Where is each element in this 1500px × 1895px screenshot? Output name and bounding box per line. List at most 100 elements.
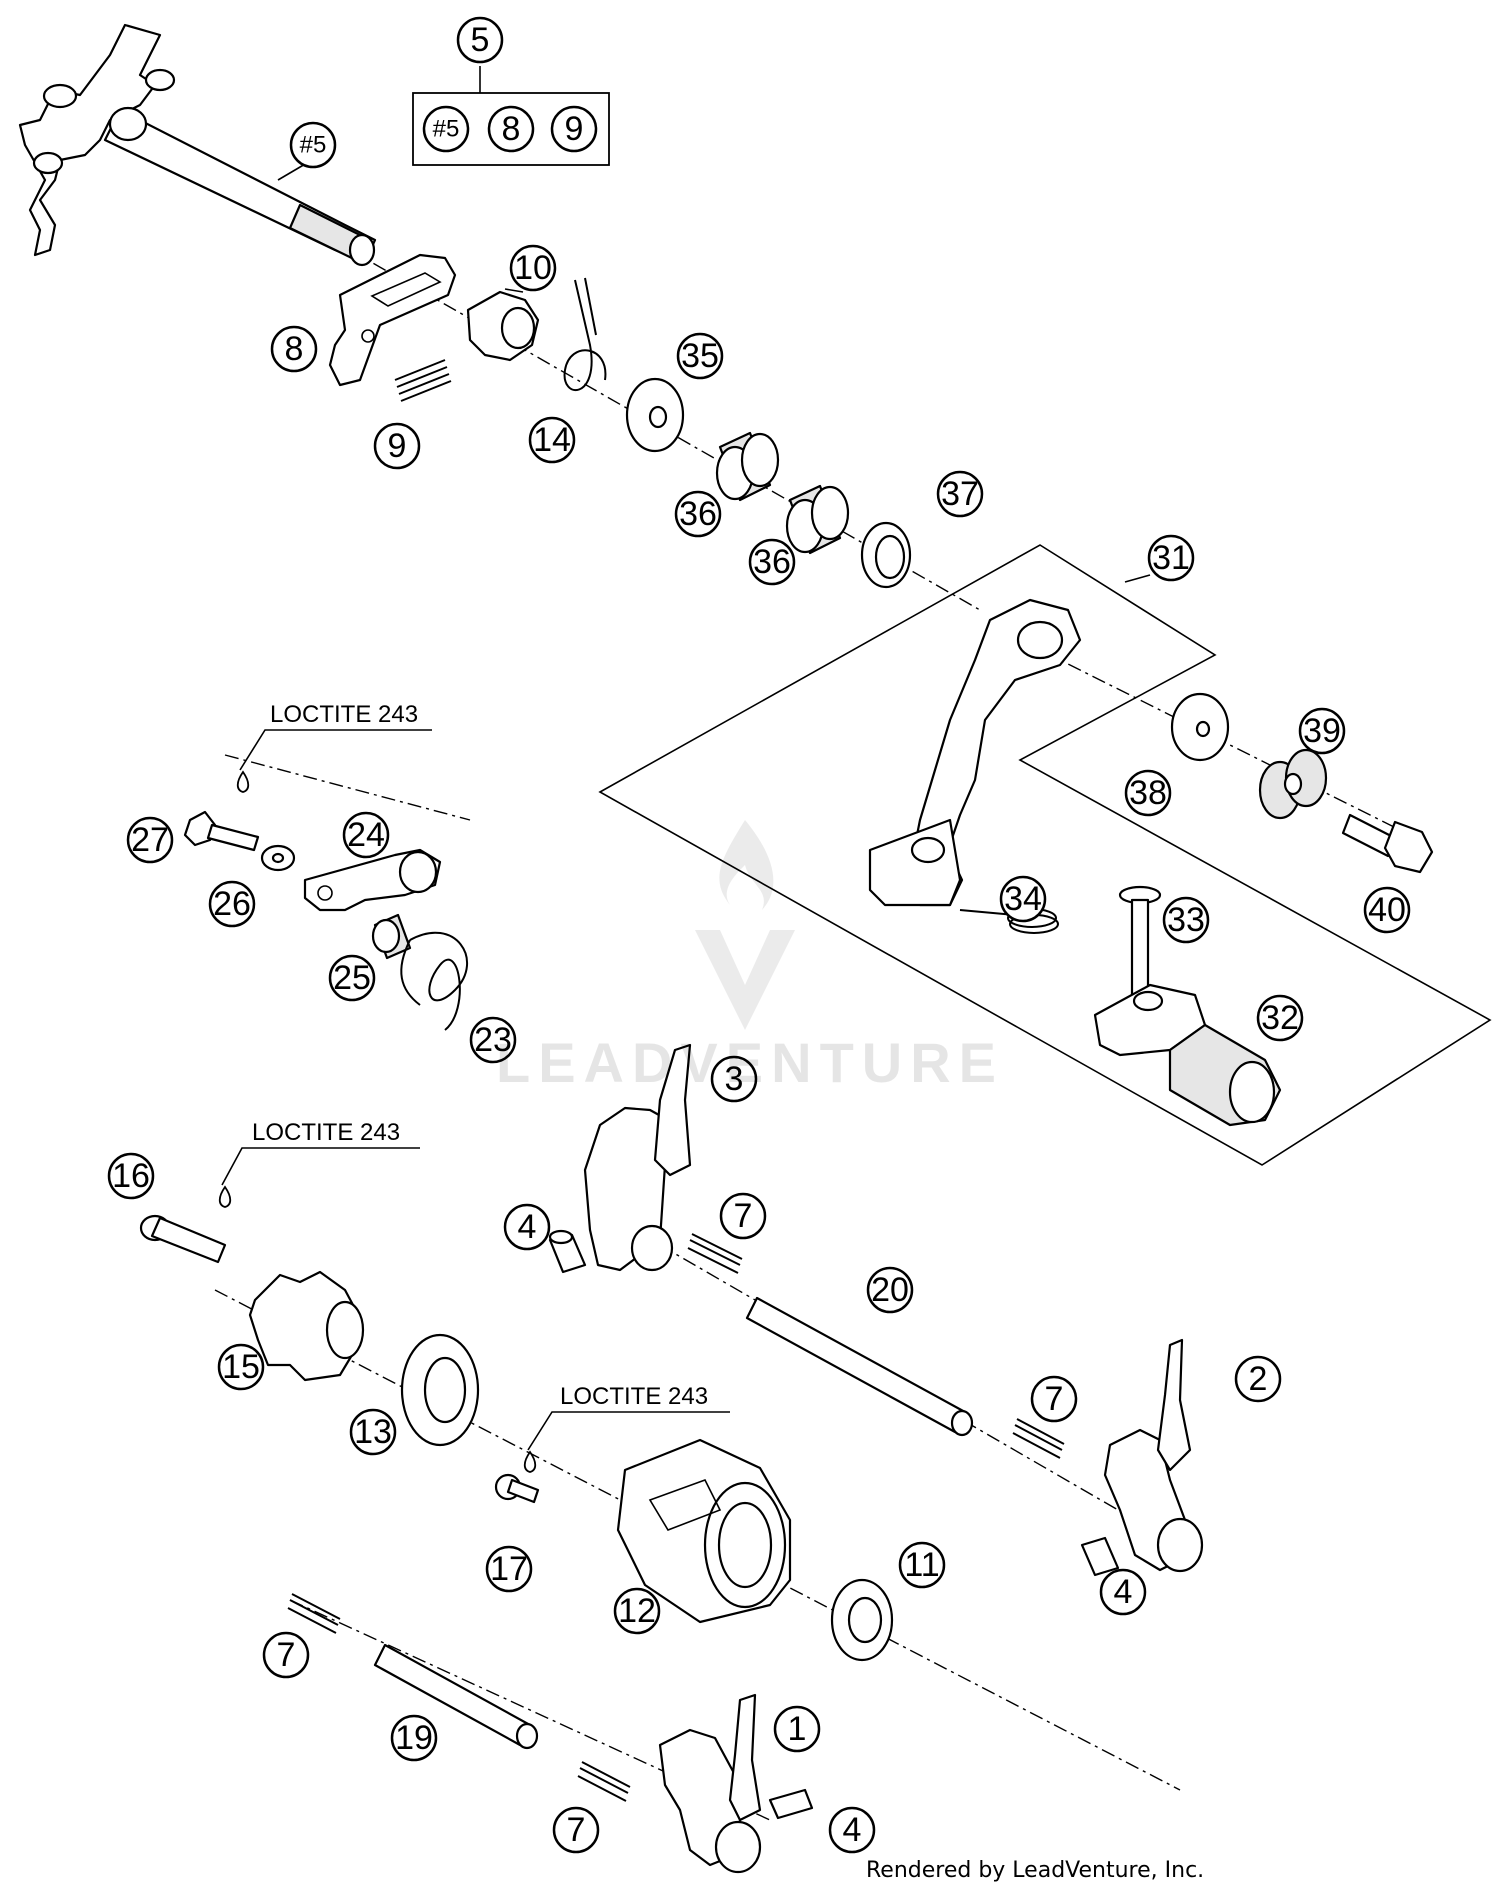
callout-bolt-16[interactable]: 16 [107, 1152, 155, 1200]
callout-spring-9[interactable]: 9 [373, 422, 421, 470]
callout-needle-bearing-36b[interactable]: 36 [748, 538, 796, 586]
pin-4b-part [1080, 1536, 1120, 1577]
svg-text:9: 9 [388, 427, 407, 465]
pedal-tip-32-part [1093, 983, 1282, 1127]
callout-pin-4b[interactable]: 4 [1099, 1568, 1147, 1616]
spring-7b-part [1012, 1418, 1065, 1459]
render-credit: Rendered by LeadVenture, Inc. [866, 1858, 1205, 1883]
svg-text:#5: #5 [433, 116, 460, 143]
seal-ring-37-part [860, 521, 912, 589]
callout-spring-7c[interactable]: 7 [262, 1631, 310, 1679]
shaft-19-part [373, 1643, 539, 1750]
svg-text:8: 8 [285, 330, 304, 368]
svg-text:34: 34 [1004, 880, 1042, 918]
svg-text:4: 4 [1114, 1573, 1133, 1611]
svg-text:14: 14 [533, 421, 571, 459]
kit-callout-plate[interactable]: 8 [487, 105, 535, 153]
svg-text:16: 16 [112, 1157, 150, 1195]
callout-pin-4a[interactable]: 4 [503, 1203, 551, 1251]
callout-washer-26[interactable]: 26 [208, 880, 256, 928]
washer-38-part [1170, 692, 1230, 762]
callout-shift-shaft[interactable]: #5 [289, 121, 337, 169]
callout-shift-fork-2[interactable]: 2 [1234, 1355, 1282, 1403]
callout-return-spring-14[interactable]: 14 [528, 416, 576, 464]
callout-bolt-40[interactable]: 40 [1363, 886, 1411, 934]
loctite-note-2: LOCTITE 243 [218, 1119, 420, 1208]
bolt-16-part [139, 1214, 227, 1264]
kit-callout-shaft[interactable]: #5 [422, 105, 470, 153]
callout-needle-bearing-36a[interactable]: 36 [674, 490, 722, 538]
callout-shift-drum-12[interactable]: 12 [613, 1587, 661, 1635]
svg-text:3: 3 [725, 1060, 744, 1098]
kit-5-group: 5 #5 8 9 [412, 16, 610, 166]
callout-washer-35[interactable]: 35 [676, 332, 724, 380]
callout-shift-drum-star-15[interactable]: 15 [217, 1343, 265, 1391]
callout-pin-33[interactable]: 33 [1162, 896, 1210, 944]
svg-text:27: 27 [131, 821, 169, 859]
needle-bearing-36a-part [715, 431, 780, 502]
svg-text:36: 36 [679, 495, 717, 533]
callout-bushing-25[interactable]: 25 [328, 954, 376, 1002]
bushing-25-part [371, 913, 412, 960]
kit-callout-spring[interactable]: 9 [550, 105, 598, 153]
loctite-note-1-text: LOCTITE 243 [270, 701, 418, 728]
shift-fork-2-part [1103, 1338, 1204, 1573]
loctite-note-3: LOCTITE 243 [523, 1383, 730, 1473]
callout-shift-fork-3[interactable]: 3 [710, 1055, 758, 1103]
callout-shaft-19[interactable]: 19 [390, 1714, 438, 1762]
svg-text:31: 31 [1152, 539, 1190, 577]
callout-pin-4c[interactable]: 4 [828, 1806, 876, 1854]
callout-detent-lever-24[interactable]: 24 [342, 811, 390, 859]
callout-pedal-tip-32[interactable]: 32 [1256, 994, 1304, 1042]
loctite-note-1: LOCTITE 243 [236, 701, 432, 793]
svg-text:#5: #5 [300, 132, 327, 159]
callout-seal-ring-37[interactable]: 37 [936, 470, 984, 518]
svg-text:2: 2 [1249, 1360, 1268, 1398]
washer-35-part [625, 377, 685, 453]
shift-shaft-part [18, 23, 377, 267]
callout-shift-fork-1[interactable]: 1 [773, 1705, 821, 1753]
loctite-note-3-text: LOCTITE 243 [560, 1383, 708, 1410]
svg-text:9: 9 [565, 110, 584, 148]
callout-5[interactable]: 5 [456, 16, 504, 64]
callout-bearing-13[interactable]: 13 [349, 1408, 397, 1456]
svg-text:23: 23 [474, 1021, 512, 1059]
svg-text:37: 37 [941, 475, 979, 513]
svg-text:17: 17 [490, 1550, 528, 1588]
callout-shift-lever-plate[interactable]: 8 [270, 325, 318, 373]
detent-lever-24-part [303, 848, 442, 912]
loctite-note-2-text: LOCTITE 243 [252, 1119, 400, 1146]
shift-fork-3-part [583, 1043, 692, 1272]
svg-text:24: 24 [347, 816, 385, 854]
callout-spring-7b[interactable]: 7 [1030, 1375, 1078, 1423]
spring-7c-part [287, 1593, 341, 1634]
callout-spring-34[interactable]: 34 [999, 875, 1047, 923]
pedal-group-outline [598, 544, 1492, 1166]
svg-text:35: 35 [681, 337, 719, 375]
callout-spring-7a[interactable]: 7 [719, 1192, 767, 1240]
callout-shaft-20[interactable]: 20 [866, 1266, 914, 1314]
lock-washer-39-part [1258, 748, 1328, 820]
spring-7a-part [687, 1233, 743, 1274]
callout-bearing-11[interactable]: 11 [898, 1541, 946, 1589]
shift-pedal-31-part [868, 598, 1082, 907]
callout-guide-10[interactable]: 10 [509, 244, 557, 292]
pin-4a-part [548, 1229, 587, 1274]
svg-text:11: 11 [904, 1546, 939, 1584]
callout-shift-pedal-31[interactable]: 31 [1147, 534, 1195, 582]
callout-lock-washer-39[interactable]: 39 [1298, 707, 1346, 755]
callout-spring-7d[interactable]: 7 [552, 1806, 600, 1854]
svg-text:32: 32 [1261, 999, 1299, 1037]
callout-washer-38[interactable]: 38 [1124, 769, 1172, 817]
svg-text:7: 7 [1045, 1380, 1064, 1418]
callout-bolt-27[interactable]: 27 [126, 816, 174, 864]
svg-text:7: 7 [567, 1811, 586, 1849]
svg-text:4: 4 [843, 1811, 862, 1849]
callout-screw-17[interactable]: 17 [485, 1545, 533, 1593]
callout-spring-23[interactable]: 23 [469, 1016, 517, 1064]
svg-text:13: 13 [354, 1413, 392, 1451]
bolt-27-part [183, 810, 260, 852]
svg-text:39: 39 [1303, 712, 1341, 750]
